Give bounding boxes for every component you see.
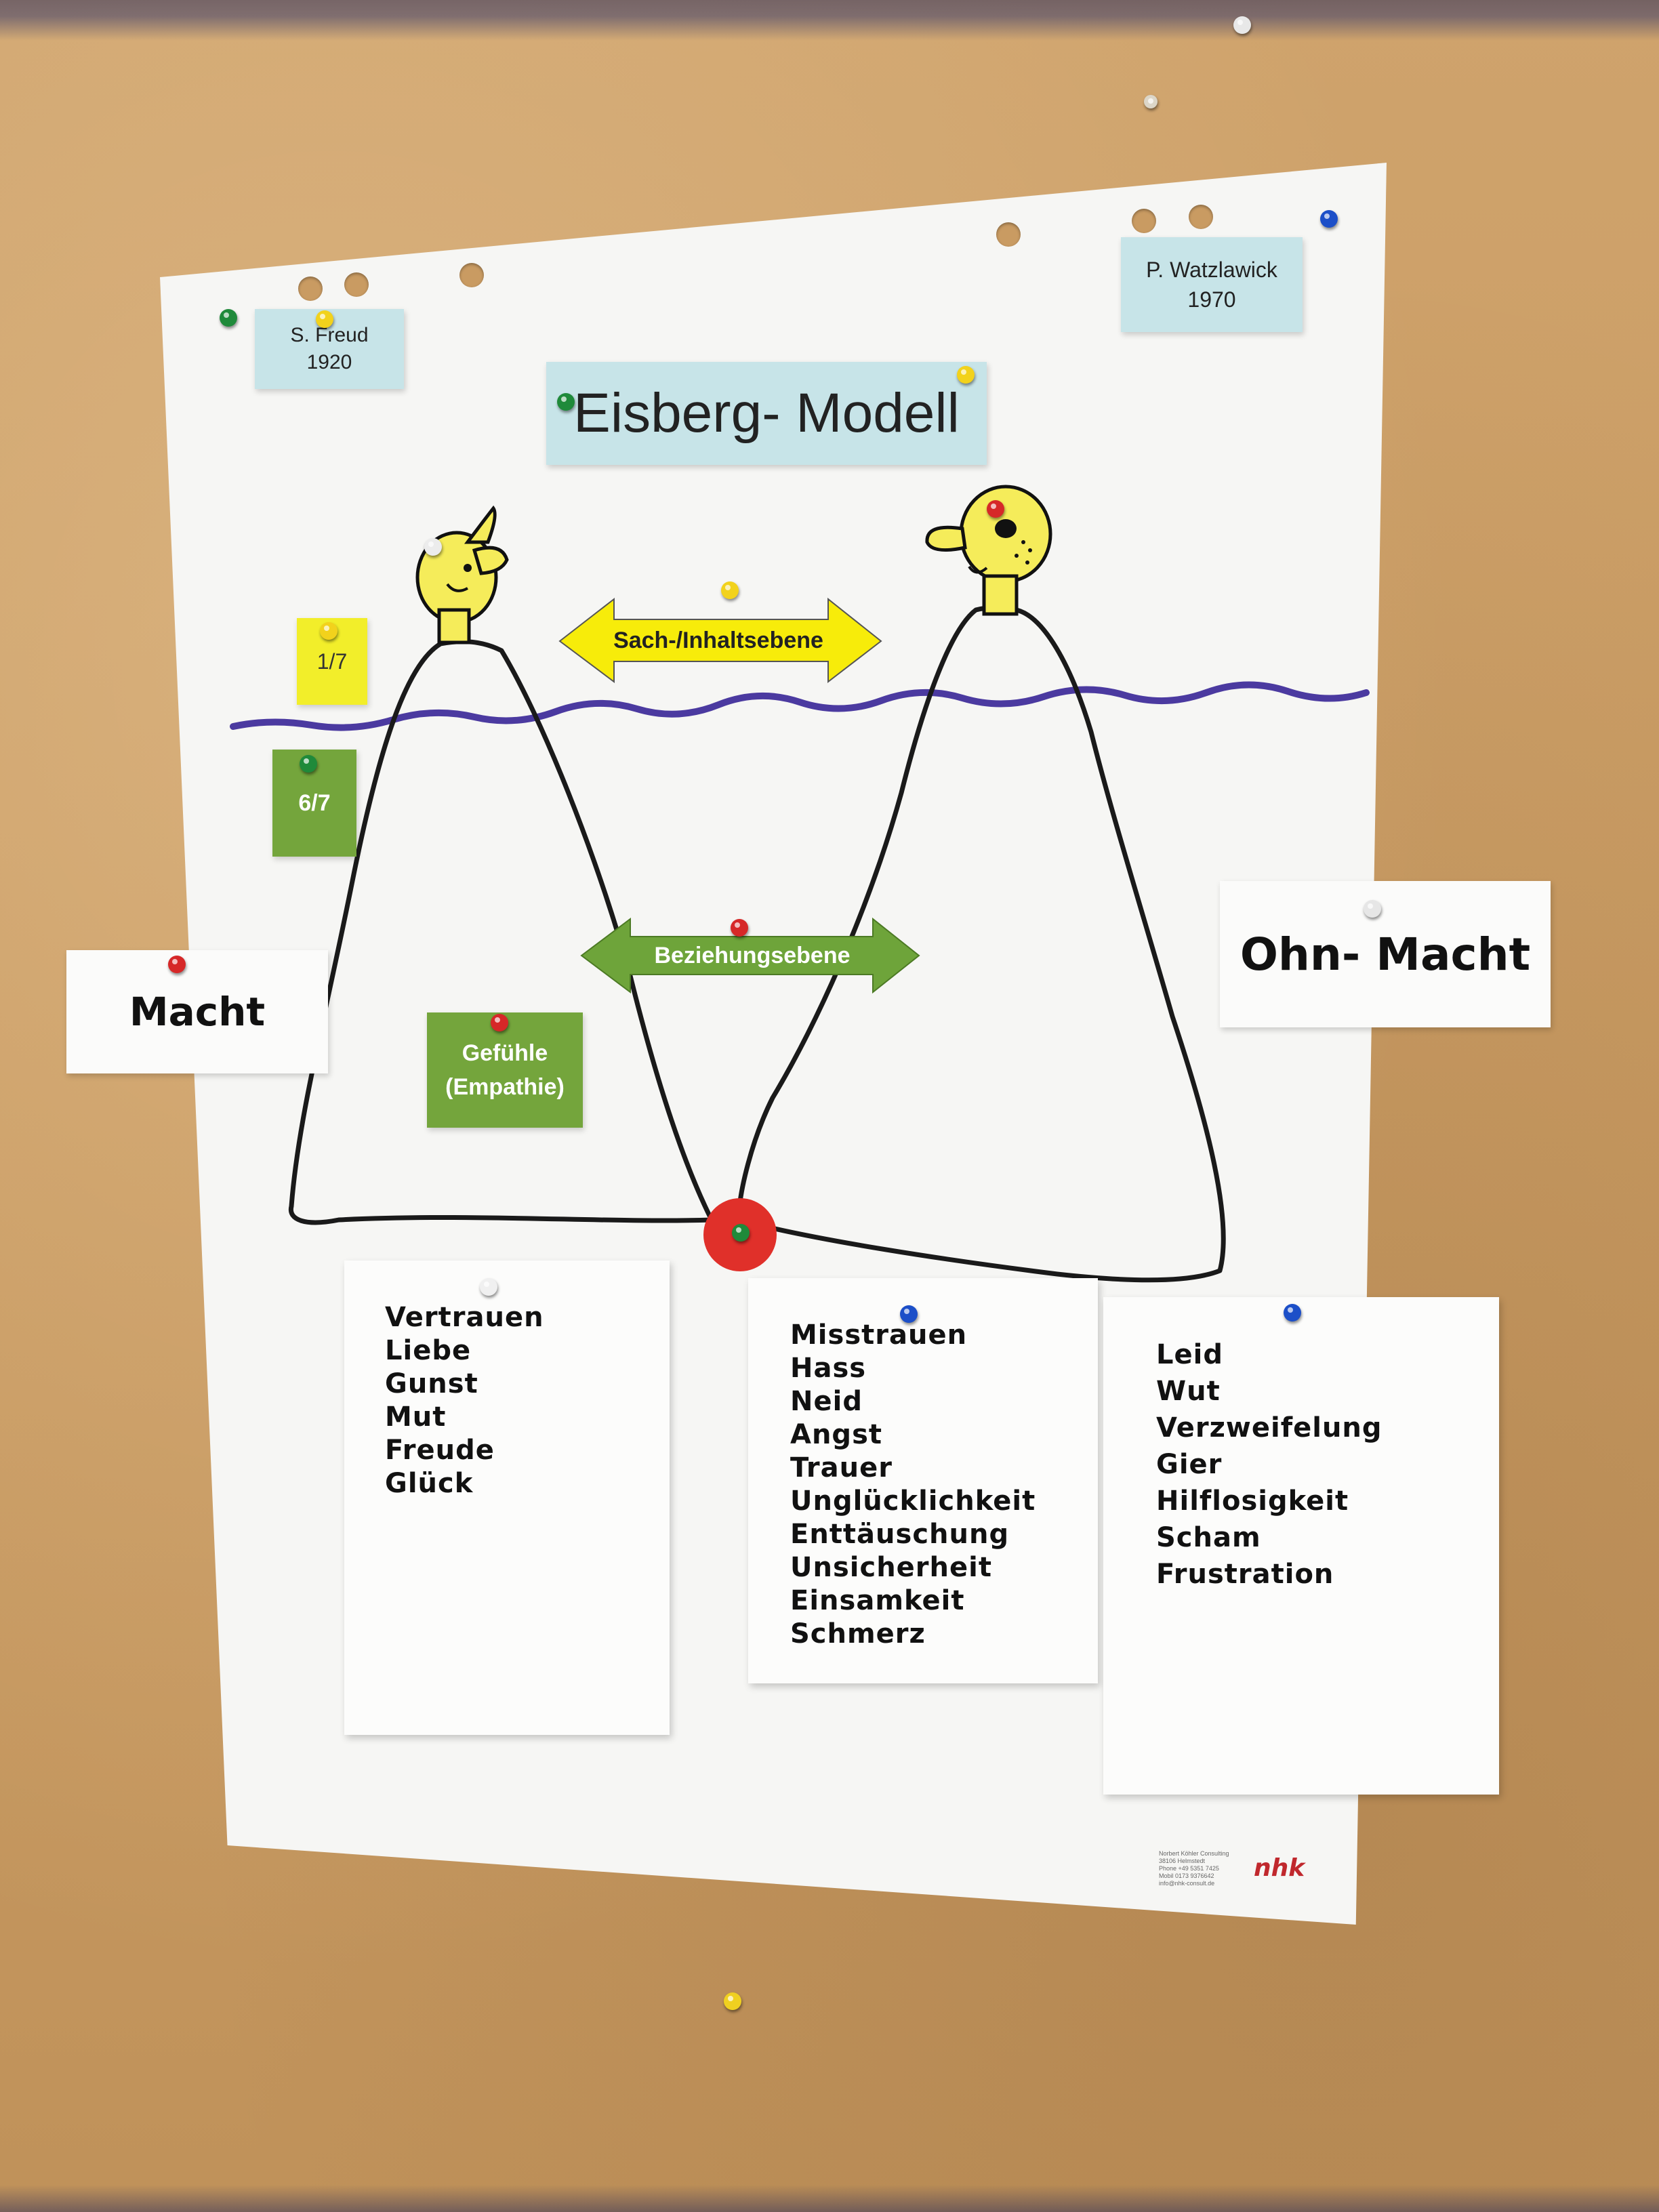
list-item: Wut — [1156, 1376, 1221, 1407]
board-pin-yellow — [724, 1992, 741, 2010]
logo-address: Norbert Köhler Consulting 38106 Helmsted… — [1159, 1850, 1247, 1887]
pin-red — [491, 1014, 508, 1031]
pin-yellow — [957, 366, 975, 384]
logo-line: Mobil 0173 9376642 — [1159, 1872, 1214, 1879]
negative-emotions-card: Misstrauen Hass Neid Angst Trauer Unglüc… — [748, 1278, 1098, 1683]
ohnmacht-card: Ohn- Macht — [1220, 881, 1551, 1027]
list-item: Schmerz — [790, 1618, 926, 1650]
freud-name: S. Freud — [290, 324, 369, 346]
list-item: Freude — [385, 1435, 495, 1466]
gefuehle-card: Gefühle (Empathie) — [427, 1012, 583, 1128]
pin-blue — [1284, 1304, 1301, 1322]
nhk-logo: Norbert Köhler Consulting 38106 Helmsted… — [1159, 1850, 1322, 1898]
pin-white — [480, 1278, 497, 1296]
pin-red — [731, 919, 748, 937]
list-item: Gier — [1156, 1449, 1223, 1480]
right-iceberg-outline — [736, 605, 1226, 1283]
left-head-figure — [415, 505, 509, 644]
list-item: Misstrauen — [790, 1319, 968, 1351]
pin-blue — [1320, 210, 1338, 228]
title-card: Eisberg- Modell — [546, 362, 987, 465]
list-item: Hilflosigkeit — [1156, 1486, 1349, 1517]
waterline — [230, 681, 1370, 731]
list-item: Angst — [790, 1419, 882, 1450]
pin-green — [557, 393, 575, 411]
pin-yellow — [721, 581, 739, 599]
gefuehle-line1: Gefühle — [462, 1040, 548, 1066]
pin-green — [300, 755, 317, 773]
sach-arrow-shape — [558, 597, 882, 684]
watzlawick-year: 1970 — [1187, 287, 1236, 312]
board-top-edge — [0, 0, 1659, 41]
pin-blue — [900, 1305, 918, 1323]
gefuehle-line2: (Empathie) — [445, 1074, 565, 1100]
punch-hole — [459, 263, 484, 287]
macht-label: Macht — [129, 989, 266, 1035]
logo-line: info@nhk-consult.de — [1159, 1880, 1215, 1887]
pin-green — [732, 1224, 750, 1242]
board-pin-clear — [1144, 95, 1158, 108]
list-item: Glück — [385, 1468, 474, 1499]
beziehung-label: Beziehungsebene — [654, 942, 851, 968]
positive-emotions-card: Vertrauen Liebe Gunst Mut Freude Glück — [344, 1261, 670, 1735]
macht-card: Macht — [66, 950, 328, 1073]
punch-hole — [298, 276, 323, 301]
list-item: Unglücklichkeit — [790, 1486, 1036, 1517]
board-pin-white — [1233, 16, 1251, 34]
pin-red — [168, 956, 186, 973]
list-item: Mut — [385, 1401, 447, 1433]
list-item: Unsicherheit — [790, 1552, 992, 1583]
list-item: Leid — [1156, 1339, 1223, 1370]
list-item: Frustration — [1156, 1559, 1334, 1590]
pin-yellow — [320, 622, 337, 640]
list-item: Hass — [790, 1353, 867, 1384]
list-item: Neid — [790, 1386, 863, 1417]
positive-emotions-list: Vertrauen Liebe Gunst Mut Freude Glück — [385, 1301, 670, 1500]
logo-mark: nhk — [1254, 1854, 1305, 1882]
right-head-figure — [925, 485, 1052, 616]
pin-yellow — [316, 310, 333, 328]
punch-hole — [344, 272, 369, 297]
list-item: Liebe — [385, 1335, 472, 1366]
page-title: Eisberg- Modell — [573, 382, 960, 444]
fraction-bottom: 6/7 — [298, 790, 331, 816]
pin-red — [987, 500, 1004, 518]
pin-clear — [1364, 900, 1381, 918]
list-item: Einsamkeit — [790, 1585, 965, 1616]
beziehung-arrow-shape — [580, 917, 920, 994]
suffering-emotions-card: Leid Wut Verzweifelung Gier Hilflosigkei… — [1103, 1297, 1499, 1795]
sach-label: Sach-/Inhaltsebene — [613, 627, 823, 653]
logo-line: Phone +49 5351 7425 — [1159, 1865, 1219, 1872]
list-item: Gunst — [385, 1368, 478, 1399]
suffering-emotions-list: Leid Wut Verzweifelung Gier Hilflosigkei… — [1156, 1336, 1499, 1593]
watzlawick-name: P. Watzlawick — [1146, 258, 1277, 282]
list-item: Trauer — [790, 1452, 893, 1483]
punch-hole — [996, 222, 1021, 247]
list-item: Enttäuschung — [790, 1519, 1010, 1550]
list-item: Verzweifelung — [1156, 1412, 1382, 1443]
freud-year: 1920 — [306, 351, 352, 373]
negative-emotions-list: Misstrauen Hass Neid Angst Trauer Unglüc… — [790, 1319, 1098, 1651]
pin-white — [424, 538, 442, 556]
board-bottom-edge — [0, 2185, 1659, 2212]
logo-line: Norbert Köhler Consulting — [1159, 1850, 1229, 1857]
logo-line: 38106 Helmstedt — [1159, 1858, 1206, 1864]
punch-hole — [1189, 205, 1213, 229]
ohnmacht-label: Ohn- Macht — [1240, 928, 1531, 981]
pin-green — [220, 309, 237, 327]
fraction-top: 1/7 — [316, 649, 348, 674]
left-iceberg-outline — [288, 639, 714, 1225]
watzlawick-card: P. Watzlawick 1970 — [1121, 237, 1303, 332]
list-item: Vertrauen — [385, 1302, 544, 1333]
punch-hole — [1132, 209, 1156, 233]
list-item: Scham — [1156, 1522, 1261, 1553]
